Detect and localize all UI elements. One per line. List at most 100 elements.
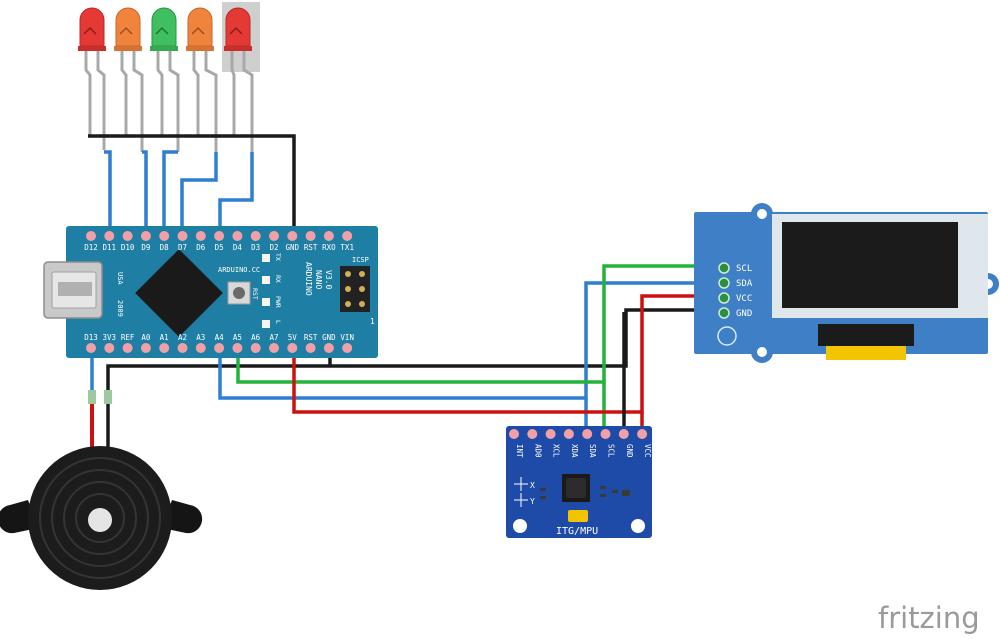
oled-screen [782, 222, 958, 308]
mpu-components [540, 486, 630, 499]
mpu-pin[interactable] [545, 429, 556, 439]
nano-pin-label-top: D6 [196, 243, 206, 252]
nano-pin-label-bottom: A3 [196, 333, 205, 342]
nano-pin-label-top: RXO [322, 243, 336, 252]
nano-pin-top[interactable] [232, 231, 243, 241]
nano-pin-label-top: D4 [233, 243, 243, 252]
oled-ribbon [818, 324, 914, 346]
nano-pin-label-bottom: GND [322, 333, 336, 342]
nano-pin-label-bottom: REF [121, 333, 135, 342]
mpu-pin[interactable] [527, 429, 538, 439]
nano-pin-top[interactable] [177, 231, 188, 241]
mpu-pin[interactable] [509, 429, 519, 439]
mpu-regulator [568, 510, 588, 522]
nano-pin-label-bottom: A2 [178, 333, 187, 342]
nano-pin-bottom[interactable] [232, 343, 243, 353]
nano-pin-bottom[interactable] [250, 343, 261, 353]
mpu-pin-label: XDA [570, 444, 579, 458]
nano-pin-label-top: D10 [121, 243, 135, 252]
nano-name-2: NANO [314, 270, 323, 289]
nano-pin-label-bottom: A0 [141, 333, 151, 342]
mpu-mount-hole-right [631, 519, 645, 533]
nano-pin-top[interactable] [287, 231, 298, 241]
nano-pin-bottom[interactable] [140, 343, 151, 353]
wire-led-data[interactable] [104, 150, 254, 236]
mpu-pin-label: GND [625, 444, 634, 458]
mpu-pin[interactable] [600, 429, 611, 439]
wire-led-ground-bus[interactable] [88, 134, 296, 236]
nano-pin-label-top: D7 [178, 243, 187, 252]
tx-led [262, 254, 270, 262]
rx-led [262, 276, 270, 284]
oled-pin-label: SCL [736, 264, 752, 274]
nano-pin-top[interactable] [342, 231, 353, 241]
nano-pin-label-top: D8 [160, 243, 170, 252]
nano-pin-label-bottom: A7 [269, 333, 278, 342]
nano-pin-bottom[interactable] [214, 343, 225, 353]
nano-pin-label-bottom: 3V3 [103, 333, 117, 342]
mpu-mount-hole-left [513, 519, 527, 533]
led-4[interactable] [186, 7, 214, 51]
nano-pin-top[interactable] [250, 231, 261, 241]
nano-pin-bottom[interactable] [195, 343, 206, 353]
nano-pin-top[interactable] [305, 231, 316, 241]
brand-label: ARDUINO.CC [218, 266, 260, 274]
nano-pin-bottom[interactable] [323, 343, 334, 353]
nano-pin-bottom[interactable] [287, 343, 298, 353]
nano-pin-top[interactable] [140, 231, 151, 241]
nano-pin-label-bottom: A5 [233, 333, 242, 342]
mpu-pin[interactable] [582, 429, 593, 439]
nano-pin-label-bottom: VIN [340, 333, 354, 342]
mpu-pin[interactable] [637, 429, 648, 439]
mpu-pin-label: AD0 [533, 444, 542, 458]
mpu-pin[interactable] [618, 429, 629, 439]
nano-pin-bottom[interactable] [269, 343, 279, 353]
oled-pin[interactable] [718, 277, 730, 289]
nano-pin-bottom[interactable] [104, 343, 115, 353]
grove-logo-icon [717, 326, 737, 346]
buzzer-hole [88, 508, 112, 532]
nano-pin-top[interactable] [86, 231, 96, 241]
axis-y-label: Y [530, 497, 535, 506]
icsp-label: ICSP [352, 256, 369, 264]
led-1[interactable] [78, 7, 106, 51]
nano-pin-bottom[interactable] [122, 343, 133, 353]
nano-pin-label-top: D11 [103, 243, 117, 252]
nano-pin-label-top: D12 [84, 243, 98, 252]
rst-label: RST [251, 288, 259, 300]
nano-pin-label-bottom: A4 [215, 333, 225, 342]
nano-pin-top[interactable] [214, 231, 225, 241]
pwr-label: PWR [274, 296, 282, 308]
nano-pin-bottom[interactable] [177, 343, 188, 353]
nano-pin-bottom[interactable] [342, 343, 353, 353]
oled-pin[interactable] [718, 262, 730, 274]
oled-pin[interactable] [718, 307, 730, 319]
nano-pin-label-bottom: A1 [160, 333, 169, 342]
nano-pin-top[interactable] [104, 231, 115, 241]
nano-pin-bottom[interactable] [86, 343, 96, 353]
nano-pin-label-bottom: 5V [288, 333, 298, 342]
nano-pin-label-top: D2 [269, 243, 278, 252]
nano-pin-bottom[interactable] [305, 343, 316, 353]
led-5[interactable] [224, 7, 252, 51]
nano-pin-top[interactable] [323, 231, 334, 241]
nano-pin-top[interactable] [159, 231, 170, 241]
led-2[interactable] [114, 7, 142, 51]
icsp-pin1-label: 1 [370, 317, 375, 326]
nano-pin-top[interactable] [195, 231, 206, 241]
nano-pin-label-top: TX1 [340, 243, 354, 252]
nano-pin-top[interactable] [269, 231, 279, 241]
nano-pin-top[interactable] [122, 231, 133, 241]
oled-pin[interactable] [718, 292, 730, 304]
mpu-pin[interactable] [563, 429, 574, 439]
nano-name-1: ARDUINO [304, 262, 313, 296]
l-label: L [274, 320, 282, 324]
piezo-buzzer[interactable] [0, 390, 203, 590]
nano-pin-bottom[interactable] [159, 343, 170, 353]
led-3[interactable] [150, 7, 178, 51]
